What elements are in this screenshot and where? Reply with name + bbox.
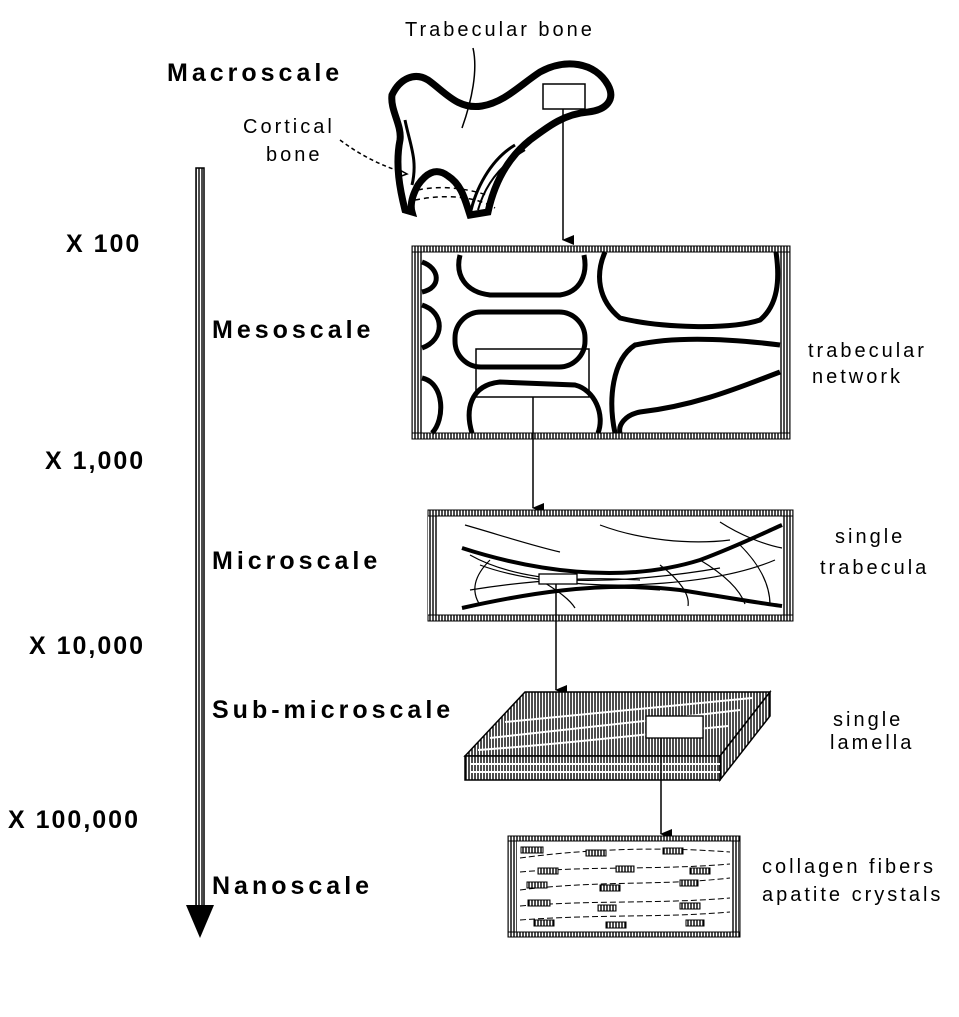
trabecular-network-label-line2: network (812, 366, 903, 388)
submicroscale-label: Sub-microscale (212, 696, 454, 724)
collagen-fibers-label: collagen fibers (762, 856, 936, 878)
mesoscale-label: Mesoscale (212, 316, 374, 344)
macroscale-bone-drawing (339, 47, 615, 219)
single-trabecula-label-line2: trabecula (820, 557, 929, 579)
mesoscale-trabecular-network (411, 245, 791, 440)
magnification-1000: X 1,000 (45, 447, 145, 475)
magnification-10000: X 10,000 (29, 632, 145, 660)
apatite-crystals-label: apatite crystals (762, 884, 943, 906)
nanoscale-label: Nanoscale (212, 872, 373, 900)
single-lamella-label-line1: single (833, 709, 903, 731)
cortical-bone-label-line2: bone (266, 144, 323, 166)
submicroscale-single-lamella (463, 689, 772, 783)
microscale-inset-box (538, 573, 578, 585)
scale-axis-arrow (186, 167, 214, 938)
submicroscale-inset-box (645, 715, 704, 739)
microscale-single-trabecula (427, 509, 794, 622)
microscale-label: Microscale (212, 547, 381, 575)
single-trabecula-label-line1: single (835, 526, 905, 548)
macroscale-inset-box (542, 83, 586, 110)
trabecular-network-label-line1: trabecular (808, 340, 927, 362)
magnification-100000: X 100,000 (8, 806, 140, 834)
trabecular-bone-label: Trabecular bone (405, 19, 595, 41)
nanoscale-collagen-apatite (507, 835, 741, 938)
magnification-100: X 100 (66, 230, 141, 258)
single-lamella-label-line2: lamella (830, 732, 914, 754)
macroscale-label: Macroscale (167, 59, 343, 87)
cortical-bone-label-line1: Cortical (243, 116, 335, 138)
